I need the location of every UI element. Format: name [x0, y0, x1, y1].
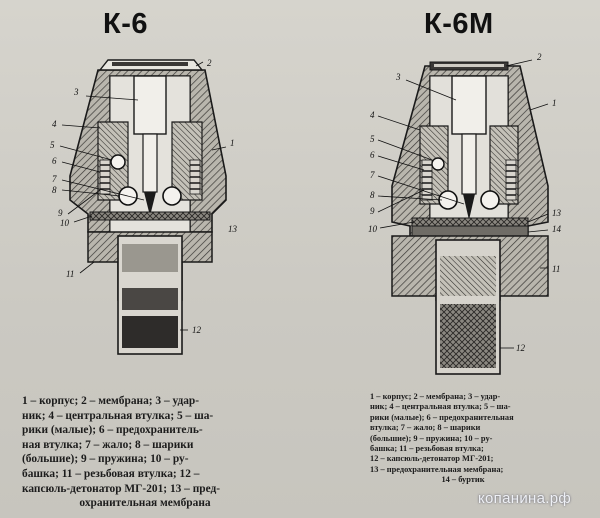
legend-line: 14 – буртик	[441, 475, 485, 485]
k6m-diagram: 2 3 4 5 6 7 8 9 10 1 13 14 11 12	[368, 52, 562, 375]
k6m-spring-right	[505, 159, 517, 201]
k6-spring-right	[189, 159, 201, 195]
k6m-label-9: 9	[370, 206, 375, 216]
k6-label-5: 5	[50, 140, 55, 150]
k6m-ball-small	[431, 157, 445, 171]
k6-title: К-6	[103, 8, 148, 40]
legend-line: ник; 4 – центральная втулка; 5 – ша-	[22, 409, 214, 422]
k6-label-10: 10	[60, 218, 70, 228]
k6m-label-7: 7	[370, 170, 375, 180]
legend-line: 13 – предохранительная мембрана;	[370, 464, 504, 474]
k6-label-8: 8	[52, 185, 57, 195]
legend-line: (большие); 9 – пружина; 10 – ру-	[22, 453, 189, 466]
k6-label-2: 2	[207, 58, 212, 68]
k6-label-4: 4	[52, 119, 57, 129]
k6m-label-1: 1	[552, 98, 557, 108]
legend-line: втулка; 7 – жало; 8 – шарики	[370, 423, 481, 433]
legend-line: ник; 4 – центральная втулка; 5 – ша-	[370, 402, 511, 412]
k6-label-12: 12	[192, 325, 202, 335]
legend-line: рики (малые); 6 – предохранительная	[370, 412, 514, 422]
k6-legend: 1 – корпус; 2 – мембрана; 3 – удар- ник;…	[22, 394, 268, 511]
k6m-title: К-6М	[424, 8, 494, 40]
k6m-label-12: 12	[516, 343, 526, 353]
legend-line: 12 – капсюль-детонатор МГ-201;	[370, 454, 494, 464]
k6m-label-3: 3	[395, 72, 401, 82]
k6m-legend: 1 – корпус; 2 – мембрана; 3 – удар- ник;…	[370, 392, 556, 486]
legend-line: капсюль-детонатор МГ-201; 13 – пред-	[22, 482, 221, 495]
k6-diagram: 2 3 4 5 6 7 8 9 10 1 13 11 12	[50, 58, 238, 355]
k6-label-13: 13	[228, 224, 238, 234]
k6m-ball-large-right	[480, 190, 500, 210]
site-watermark: копанина.рф	[478, 490, 571, 507]
k6m-label-5: 5	[370, 134, 375, 144]
k6-label-11: 11	[66, 269, 74, 279]
k6-label-7: 7	[52, 174, 57, 184]
k6-label-3: 3	[73, 87, 79, 97]
k6-spring-left	[99, 159, 111, 195]
k6m-label-11: 11	[552, 264, 560, 274]
legend-line: 1 – корпус; 2 – мембрана; 3 – удар-	[370, 392, 501, 401]
legend-line: охранительная мембрана	[79, 497, 211, 510]
k6m-sting	[463, 194, 475, 220]
legend-line: 1 – корпус; 2 – мембрана; 3 – удар-	[22, 395, 200, 407]
legend-line: рики (малые); 6 – предохранитель-	[22, 424, 203, 437]
k6-ball-small	[110, 154, 126, 170]
legend-line: (большие); 9 – пружина; 10 – ру-	[370, 433, 493, 443]
k6m-label-4: 4	[370, 110, 375, 120]
k6m-label-14: 14	[552, 224, 562, 234]
k6m-label-13: 13	[552, 208, 562, 218]
k6m-label-2: 2	[537, 52, 542, 62]
k6-label-6: 6	[52, 156, 57, 166]
legend-line: башка; 11 – резьбовая втулка; 12 –	[22, 467, 200, 480]
legend-line: ная втулка; 7 – жало; 8 – шарики	[22, 438, 194, 451]
k6m-label-10: 10	[368, 224, 378, 234]
k6-label-9: 9	[58, 208, 63, 218]
k6m-spring-left	[421, 159, 433, 201]
k6-striker	[133, 75, 167, 135]
k6m-label-8: 8	[370, 190, 375, 200]
k6m-shirt	[411, 217, 529, 227]
k6-label-1: 1	[230, 138, 235, 148]
k6m-collar	[411, 225, 529, 237]
k6-sting	[144, 192, 156, 216]
k6-ball-large-right	[162, 186, 182, 206]
k6-shirt	[89, 211, 211, 221]
k6m-label-6: 6	[370, 150, 375, 160]
legend-line: башка; 11 – резьбовая втулка;	[370, 444, 484, 454]
k6m-striker	[451, 75, 487, 135]
